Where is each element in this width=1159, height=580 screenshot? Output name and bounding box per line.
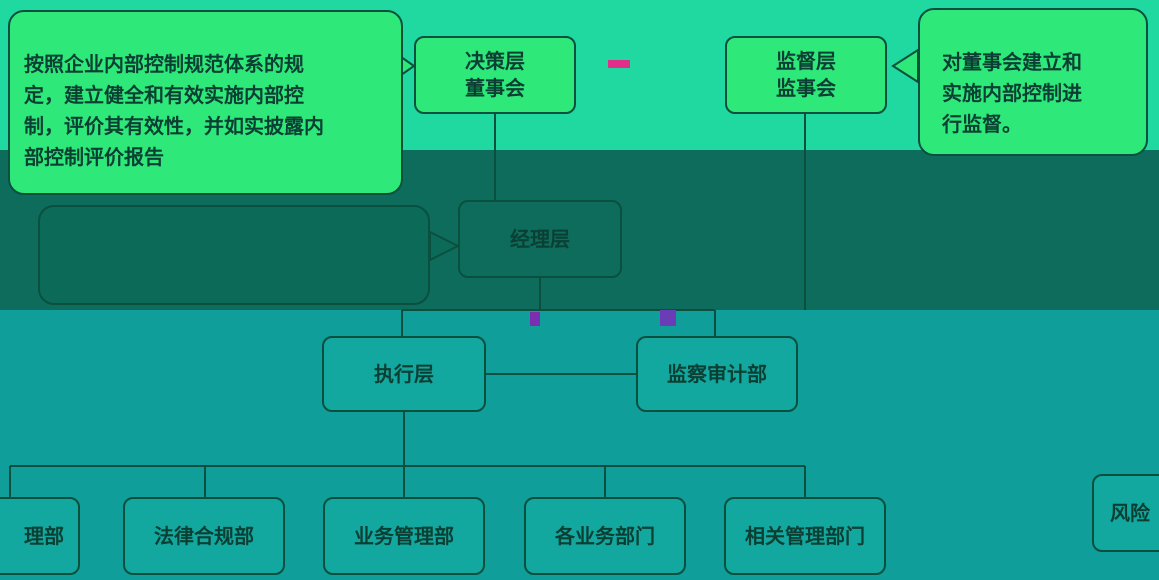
callout-top-left-text: 按照企业内部控制规范体系的规 定，建立健全和有效实施内部控 制，评价其有效性，并… (24, 52, 324, 169)
artifact-speck (608, 60, 630, 68)
node-executive: 执行层 (322, 336, 486, 412)
artifact-speck (530, 312, 540, 326)
artifact-speck (660, 310, 676, 326)
callout-pointer-right (891, 48, 919, 84)
node-dept-business-mgmt: 业务管理部 (323, 497, 485, 575)
callout-top-right-text: 对董事会建立和 实施内部控制进 行监督。 (942, 50, 1082, 136)
callout-middle-left (38, 205, 430, 305)
node-supervisors: 监督层 监事会 (725, 36, 887, 114)
node-dept-business-units: 各业务部门 (524, 497, 686, 575)
node-risk: 风险 (1092, 474, 1159, 552)
node-management: 经理层 (458, 200, 622, 278)
node-dept-admin: 理部 (0, 497, 80, 575)
callout-top-left: 按照企业内部控制规范体系的规 定，建立健全和有效实施内部控 制，评价其有效性，并… (8, 10, 403, 195)
node-board: 决策层 董事会 (414, 36, 576, 114)
callout-pointer-left (429, 230, 461, 262)
node-dept-related-mgmt: 相关管理部门 (724, 497, 886, 575)
node-audit: 监察审计部 (636, 336, 798, 412)
node-dept-legal: 法律合规部 (123, 497, 285, 575)
callout-top-right: 对董事会建立和 实施内部控制进 行监督。 (918, 8, 1148, 156)
